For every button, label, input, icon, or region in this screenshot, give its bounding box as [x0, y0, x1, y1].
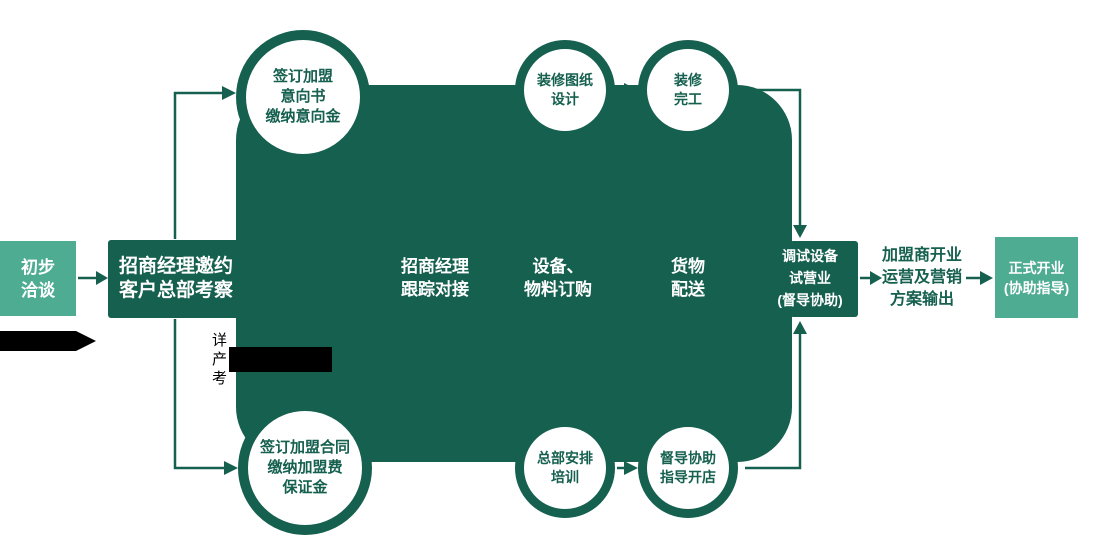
- text-line: 装修: [674, 72, 702, 88]
- text-line: 初步: [21, 257, 55, 277]
- arrow-invite-to-intent-circle: [173, 86, 236, 239]
- text-line: 试营业: [789, 270, 831, 286]
- text-line: 指导开店: [660, 469, 716, 485]
- text-line: 考: [212, 370, 228, 387]
- text-line: 完工: [674, 91, 702, 107]
- text-line: 加盟商开业: [881, 247, 962, 264]
- text-line: 货物: [671, 257, 705, 276]
- text-line: 培训: [551, 469, 579, 485]
- circle-supervise-opening: 督导协助 指导开店: [638, 418, 738, 518]
- text-line: 物料订购: [524, 280, 592, 299]
- text-line: 总部安排: [537, 450, 593, 466]
- text-line: 配送: [671, 280, 705, 299]
- step-output-plan: 加盟商开业 运营及营销 方案输出: [864, 245, 980, 311]
- text-line: 产: [212, 351, 228, 368]
- text-line: 缴纳意向金: [265, 108, 341, 125]
- step-goods-delivery: 货物 配送: [648, 255, 728, 301]
- main-flow-band-right: [790, 241, 858, 317]
- step-equipment-ordering: 设备、 物料订购: [496, 255, 620, 301]
- circle-hq-training: 总部安排 培训: [515, 418, 615, 518]
- step-manager-follow-up: 招商经理 跟踪对接: [373, 255, 497, 301]
- text-line: 意向书: [280, 88, 326, 105]
- text-line: 运营及营销: [881, 269, 962, 286]
- text-line: 调试设备: [782, 248, 838, 264]
- circle-intent-letter: 签订加盟 意向书 缴纳意向金: [236, 30, 370, 164]
- text-line: 签订加盟合同: [259, 439, 350, 456]
- text-line: 洽谈: [21, 280, 55, 300]
- text-line: 方案输出: [889, 291, 954, 308]
- text-line: 正式开业: [1008, 259, 1065, 276]
- step-trial-operation: 调试设备 试营业 (督导协助): [758, 243, 862, 313]
- artifact-text-fragments: 详 产 考: [212, 331, 236, 388]
- text-line: 设计: [551, 91, 579, 107]
- text-line: 招商经理: [401, 257, 469, 276]
- main-flow-band-left: [108, 240, 240, 318]
- text-line: 招商经理邀约: [118, 256, 233, 277]
- circle-renovation-complete: 装修 完工: [638, 40, 738, 140]
- text-line: 客户总部考察: [118, 280, 233, 301]
- step-invite-inspection: 招商经理邀约 客户总部考察: [100, 253, 252, 305]
- text-line: 跟踪对接: [401, 280, 469, 299]
- text-line: 保证金: [282, 479, 328, 496]
- circle-franchise-contract: 签订加盟合同 缴纳加盟费 保证金: [238, 401, 372, 535]
- artifact-black-flag: [0, 331, 96, 351]
- arrow-training-to-supervise: [617, 461, 638, 475]
- text-line: 设备、: [532, 257, 584, 276]
- circle-renovation-design: 装修图纸 设计: [515, 40, 615, 140]
- text-line: 详: [212, 332, 228, 349]
- text-line: 缴纳加盟费: [267, 459, 343, 476]
- text-line: 督导协助: [660, 450, 716, 466]
- text-line: 签订加盟: [272, 68, 333, 85]
- text-line: 装修图纸: [537, 72, 593, 88]
- text-line: (协助指导): [1003, 279, 1070, 296]
- text-line: (督导协助): [777, 292, 843, 308]
- start-step-box: 初步 洽谈: [0, 241, 76, 316]
- final-step-box: 正式开业 (协助指导): [995, 237, 1078, 318]
